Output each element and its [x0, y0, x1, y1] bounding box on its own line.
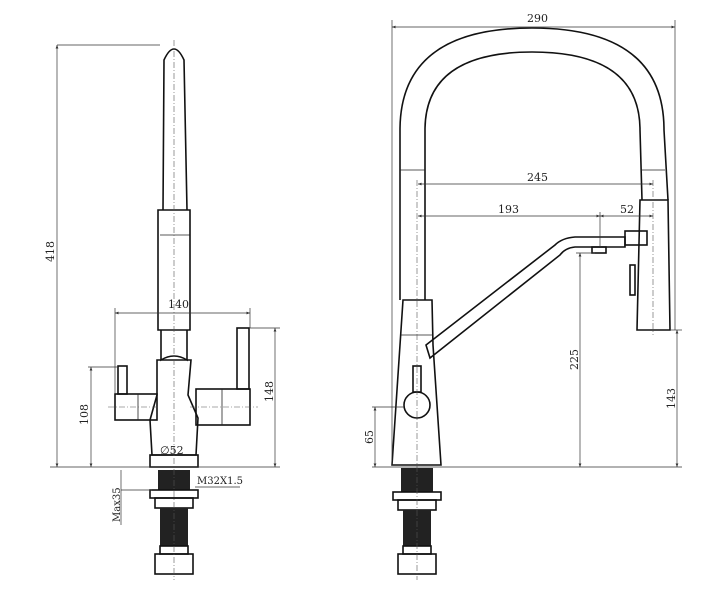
dim-left-handle-height: 108 — [78, 404, 91, 425]
dim-spout-reach: 193 — [498, 203, 519, 216]
faucet-front-outline — [108, 40, 258, 580]
dim-height-total: 418 — [44, 241, 57, 262]
dim-handle-span: 140 — [168, 298, 189, 311]
dim-spout-height: 225 — [568, 349, 581, 370]
dim-max-thickness: Max35 — [112, 487, 123, 522]
front-view: 418 140 148 108 ∅52 M32X1.5 Max35 — [44, 40, 280, 580]
dim-handle-height: 65 — [363, 430, 376, 444]
dim-base-diameter: ∅52 — [160, 444, 184, 457]
dim-spout-offset: 52 — [620, 203, 634, 216]
side-view: 290 245 193 52 225 143 65 — [363, 12, 682, 580]
dim-spray-height: 143 — [665, 388, 678, 409]
dimension-lines-side — [372, 20, 682, 468]
dim-spray-reach: 245 — [527, 171, 548, 184]
dim-right-handle-height: 148 — [263, 381, 276, 402]
faucet-side-outline — [391, 27, 671, 580]
thread-spec: M32X1.5 — [197, 476, 243, 487]
dim-overall-width: 290 — [527, 12, 548, 25]
dimension-lines-front — [50, 44, 280, 525]
